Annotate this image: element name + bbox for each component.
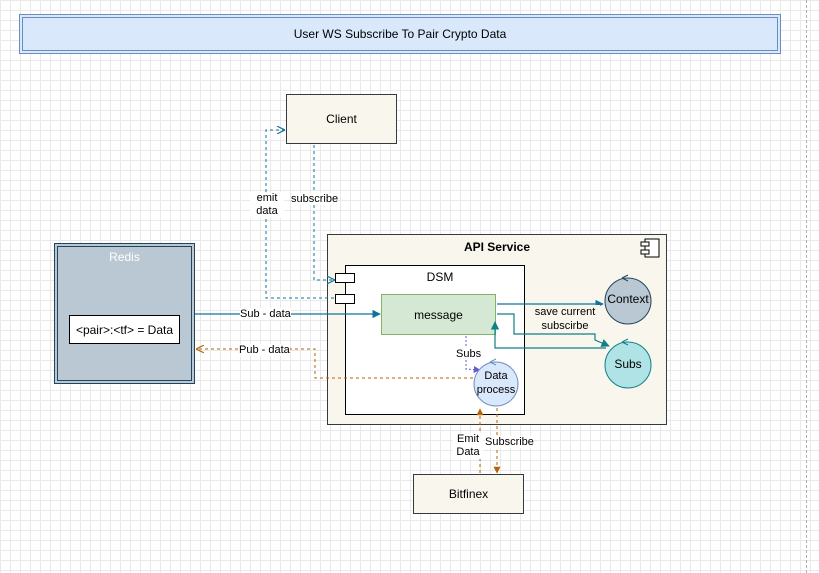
diagram-title: User WS Subscribe To Pair Crypto Data <box>19 14 781 54</box>
subs-label: Subs <box>614 357 642 371</box>
label-emit-data-client: emit data <box>250 192 284 218</box>
diagram-title-text: User WS Subscribe To Pair Crypto Data <box>293 27 507 41</box>
edge-subs-message <box>490 321 606 349</box>
dsm-port-bottom <box>335 294 355 304</box>
message-label: message <box>414 307 463 322</box>
label-sub-data: Sub - data <box>240 308 291 320</box>
subs-node <box>604 338 652 389</box>
message-node[interactable]: message <box>381 294 496 335</box>
label-pub-data: Pub - data <box>239 344 290 356</box>
redis-entry[interactable]: <pair>:<tf> = Data <box>69 315 180 344</box>
page-boundary <box>806 0 807 573</box>
context-node <box>604 274 652 325</box>
dsm-port-top <box>335 273 355 283</box>
label-emit-data-bitfinex: Emit Data <box>453 433 483 459</box>
client-node[interactable]: Client <box>286 94 397 144</box>
edge-message-subs <box>497 313 610 347</box>
api-service-title: API Service <box>463 240 531 254</box>
edge-client-subscribe <box>313 145 334 280</box>
label-emit-data-bitfinex-line2: Data <box>456 446 480 458</box>
label-save-current: save current subscirbe <box>530 305 600 333</box>
redis-container[interactable] <box>54 243 195 384</box>
label-subscribe-bitfinex: Subscribe <box>485 436 534 448</box>
label-save-current-line1: save current <box>534 306 596 318</box>
dsm-title: DSM <box>426 270 454 284</box>
label-subs-edge: Subs <box>456 348 482 360</box>
context-label: Context <box>607 292 649 306</box>
edge-message-dataprocess <box>465 336 481 374</box>
data-process-label: Data process <box>474 369 518 397</box>
redis-entry-text: <pair>:<tf> = Data <box>75 322 174 337</box>
bitfinex-label: Bitfinex <box>448 487 489 501</box>
client-label: Client <box>326 112 357 126</box>
data-process-node <box>473 358 519 407</box>
label-emit-data-bitfinex-line1: Emit <box>457 433 479 445</box>
bitfinex-node[interactable]: Bitfinex <box>413 474 524 514</box>
data-process-label-line2: process <box>476 384 516 396</box>
label-save-current-line2: subscirbe <box>541 320 589 332</box>
label-emit-data-client-line2: data <box>256 205 278 217</box>
label-subscribe-client: subscribe <box>291 193 339 205</box>
data-process-label-line1: Data <box>484 370 508 382</box>
redis-title: Redis <box>109 250 140 264</box>
label-emit-data-client-line1: emit <box>256 192 278 204</box>
